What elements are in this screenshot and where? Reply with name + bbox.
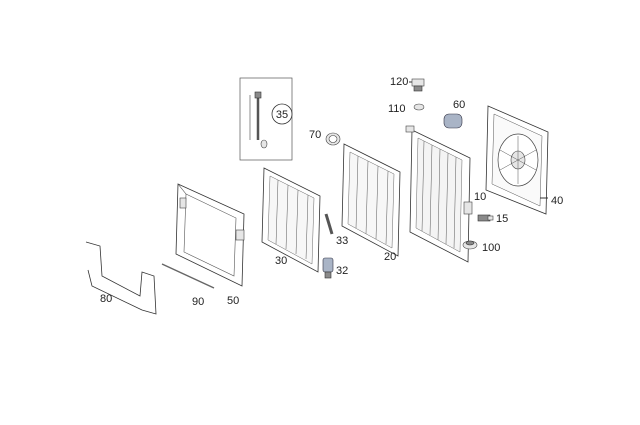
part-35-rod-kit: 35 xyxy=(239,77,293,161)
label-120: 120 xyxy=(390,76,408,88)
label-90: 90 xyxy=(192,296,204,308)
part-90-strip: 90 xyxy=(161,263,215,308)
part-100-plug: 100 xyxy=(462,240,500,254)
label-110: 110 xyxy=(388,103,406,115)
label-30: 30 xyxy=(275,255,287,267)
label-50: 50 xyxy=(227,295,239,307)
part-40-fan-shroud: 40 xyxy=(485,105,563,215)
label-60: 60 xyxy=(453,99,465,111)
label-20: 20 xyxy=(384,251,396,263)
part-33-bolt: 33 xyxy=(324,213,348,247)
callout-circle-35 xyxy=(271,103,293,125)
part-70-seal: 70 xyxy=(309,129,341,146)
label-70: 70 xyxy=(309,129,321,141)
label-33: 33 xyxy=(336,235,348,247)
label-100: 100 xyxy=(482,242,500,254)
part-50-frame: 50 xyxy=(175,183,245,307)
part-32-fitting: 32 xyxy=(322,257,348,279)
part-20-condenser: 20 xyxy=(341,143,401,263)
label-35: 35 xyxy=(276,109,288,121)
part-110-fitting: 110 xyxy=(388,103,425,115)
part-30-cooler: 30 xyxy=(261,167,321,273)
label-80: 80 xyxy=(100,293,112,305)
label-15: 15 xyxy=(496,213,508,225)
label-40: 40 xyxy=(551,195,563,207)
part-15-sensor: 15 xyxy=(477,213,508,225)
part-80-air-guide: 80 xyxy=(85,241,157,315)
part-120-cap: 120 xyxy=(390,76,425,92)
part-60-bushing: 60 xyxy=(443,99,465,129)
part-10-radiator: 10 xyxy=(405,125,486,263)
label-32: 32 xyxy=(336,265,348,277)
label-10: 10 xyxy=(474,191,486,203)
